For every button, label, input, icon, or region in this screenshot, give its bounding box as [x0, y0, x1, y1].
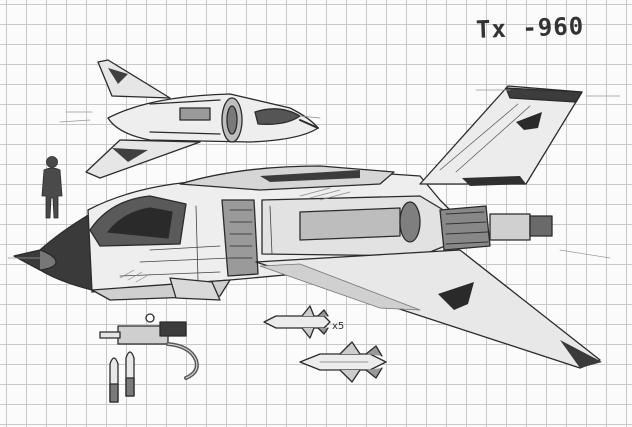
missile-large [299, 341, 387, 383]
missile-quantity-label: x5 [332, 321, 345, 332]
cannon-shells [109, 351, 135, 403]
scale-human-silhouette [41, 156, 63, 219]
missile [263, 305, 331, 339]
design-title: Tx -960 [475, 12, 585, 44]
jet-top-view [59, 59, 321, 179]
rotary-cannon [99, 313, 199, 380]
jet-main-view [7, 85, 621, 369]
